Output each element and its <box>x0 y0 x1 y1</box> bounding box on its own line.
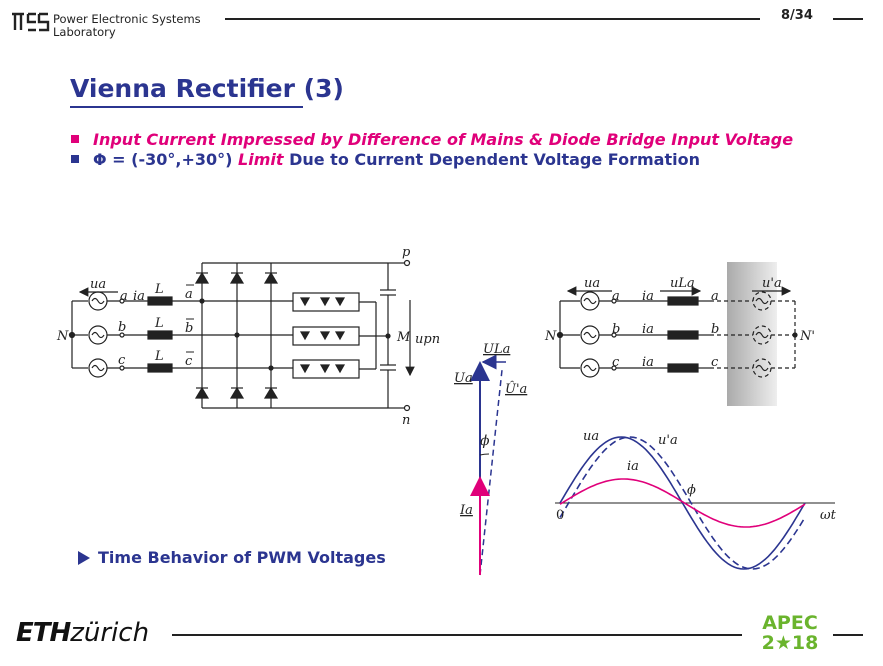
equivalent-circuit <box>556 286 798 378</box>
label-r-b: b <box>612 322 620 337</box>
header-rule <box>225 18 760 20</box>
lab-name-line2: Laboratory <box>53 25 116 39</box>
label-b: b <box>118 320 126 335</box>
eth-logo: ETHzürich <box>16 618 149 648</box>
footer-rule-right <box>833 634 863 636</box>
apec-logo-top: APEC <box>762 612 818 634</box>
label-r-ic: ia <box>642 355 654 370</box>
eth-logo-rest: zürich <box>70 618 150 648</box>
label-N: N <box>56 329 69 344</box>
pes-logo <box>12 12 50 32</box>
label-upn: upn <box>415 332 440 347</box>
label-r-c: c <box>612 355 620 370</box>
bullet-square-icon <box>71 134 79 143</box>
label-r-ia: ia <box>642 289 654 304</box>
bullet-square-icon <box>71 154 79 163</box>
label-r-uaprime: u'a <box>762 276 782 291</box>
label-r-uLa: uLa <box>670 276 695 291</box>
label-r-Nprime: N' <box>799 329 815 344</box>
label-phasor-Ia: Ia <box>459 503 473 518</box>
label-cbar: c <box>185 354 193 369</box>
label-r-bbar: b <box>711 322 719 337</box>
label-phasor-Ua: Ua <box>454 371 473 386</box>
bullet-1: Input Current Impressed by Difference of… <box>71 130 793 149</box>
bullet-2-text: Due to Current Dependent Voltage Formati… <box>289 150 700 169</box>
footer-rule <box>172 634 742 636</box>
header-rule-right <box>833 18 863 20</box>
apec-logo-bottom: 2★18 <box>761 632 819 654</box>
wave-ua <box>559 436 806 570</box>
apec-logo: APEC 2★18 <box>755 614 825 658</box>
label-r-ua: ua <box>584 276 600 291</box>
label-phasor-Uaprime: Û'a <box>505 380 527 397</box>
waveform-plot <box>555 436 835 570</box>
label-bbar: b <box>185 321 193 336</box>
label-r-ib: ia <box>642 322 654 337</box>
label-r-N: N <box>544 329 557 344</box>
phasor-diagram <box>470 354 506 576</box>
time-behavior-link-text: Time Behavior of PWM Voltages <box>98 548 386 567</box>
wave-uaprime <box>559 436 806 570</box>
label-wave-zero: 0 <box>556 508 564 523</box>
label-L2: L <box>154 316 164 331</box>
label-phasor-phi: ϕ <box>480 433 490 449</box>
label-wave-wt: ωt <box>820 508 837 523</box>
label-r-a: a <box>612 289 620 304</box>
lab-name: Power Electronic Systems Laboratory <box>53 13 201 39</box>
label-r-abar: a <box>711 289 719 304</box>
wave-ia <box>559 478 806 528</box>
label-r-cbar: c <box>711 355 719 370</box>
label-c: c <box>118 353 126 368</box>
page-number: 8/34 <box>781 8 813 23</box>
label-ua: ua <box>90 277 106 292</box>
slide-title: Vienna Rectifier (3) <box>70 74 344 103</box>
triangle-right-icon <box>78 550 90 565</box>
label-L1: L <box>154 282 164 297</box>
label-M: M <box>396 330 411 345</box>
label-p: p <box>402 245 411 260</box>
label-wave-ua: ua <box>583 429 599 444</box>
label-a: a <box>120 289 128 304</box>
label-phasor-ULa: ULa <box>483 342 510 357</box>
rectifier-circuit <box>68 259 415 412</box>
label-ia: ia <box>133 289 145 304</box>
label-wave-ia: ia <box>627 459 639 474</box>
shaded-region <box>727 262 777 406</box>
bullet-2-range: Φ = (-30°,+30°) <box>93 150 233 169</box>
lab-name-line1: Power Electronic Systems <box>53 12 201 26</box>
label-L3: L <box>154 349 164 364</box>
time-behavior-link[interactable]: Time Behavior of PWM Voltages <box>78 548 386 567</box>
label-wave-uaprime: u'a <box>658 433 678 448</box>
eth-logo-bold: ETH <box>16 618 71 648</box>
label-n: n <box>402 413 410 428</box>
bullet-2-limit: Limit <box>238 150 284 169</box>
bullet-1-text: Input Current Impressed by Difference of… <box>93 130 794 149</box>
title-underline <box>70 106 303 108</box>
circuit-labels: ua a ia L a b L b c L c N M upn p n <box>56 245 440 428</box>
bullet-2: Φ = (-30°,+30°) Limit Due to Current Dep… <box>71 150 700 169</box>
label-abar: a <box>185 287 193 302</box>
label-wave-phi: ϕ <box>687 483 696 498</box>
